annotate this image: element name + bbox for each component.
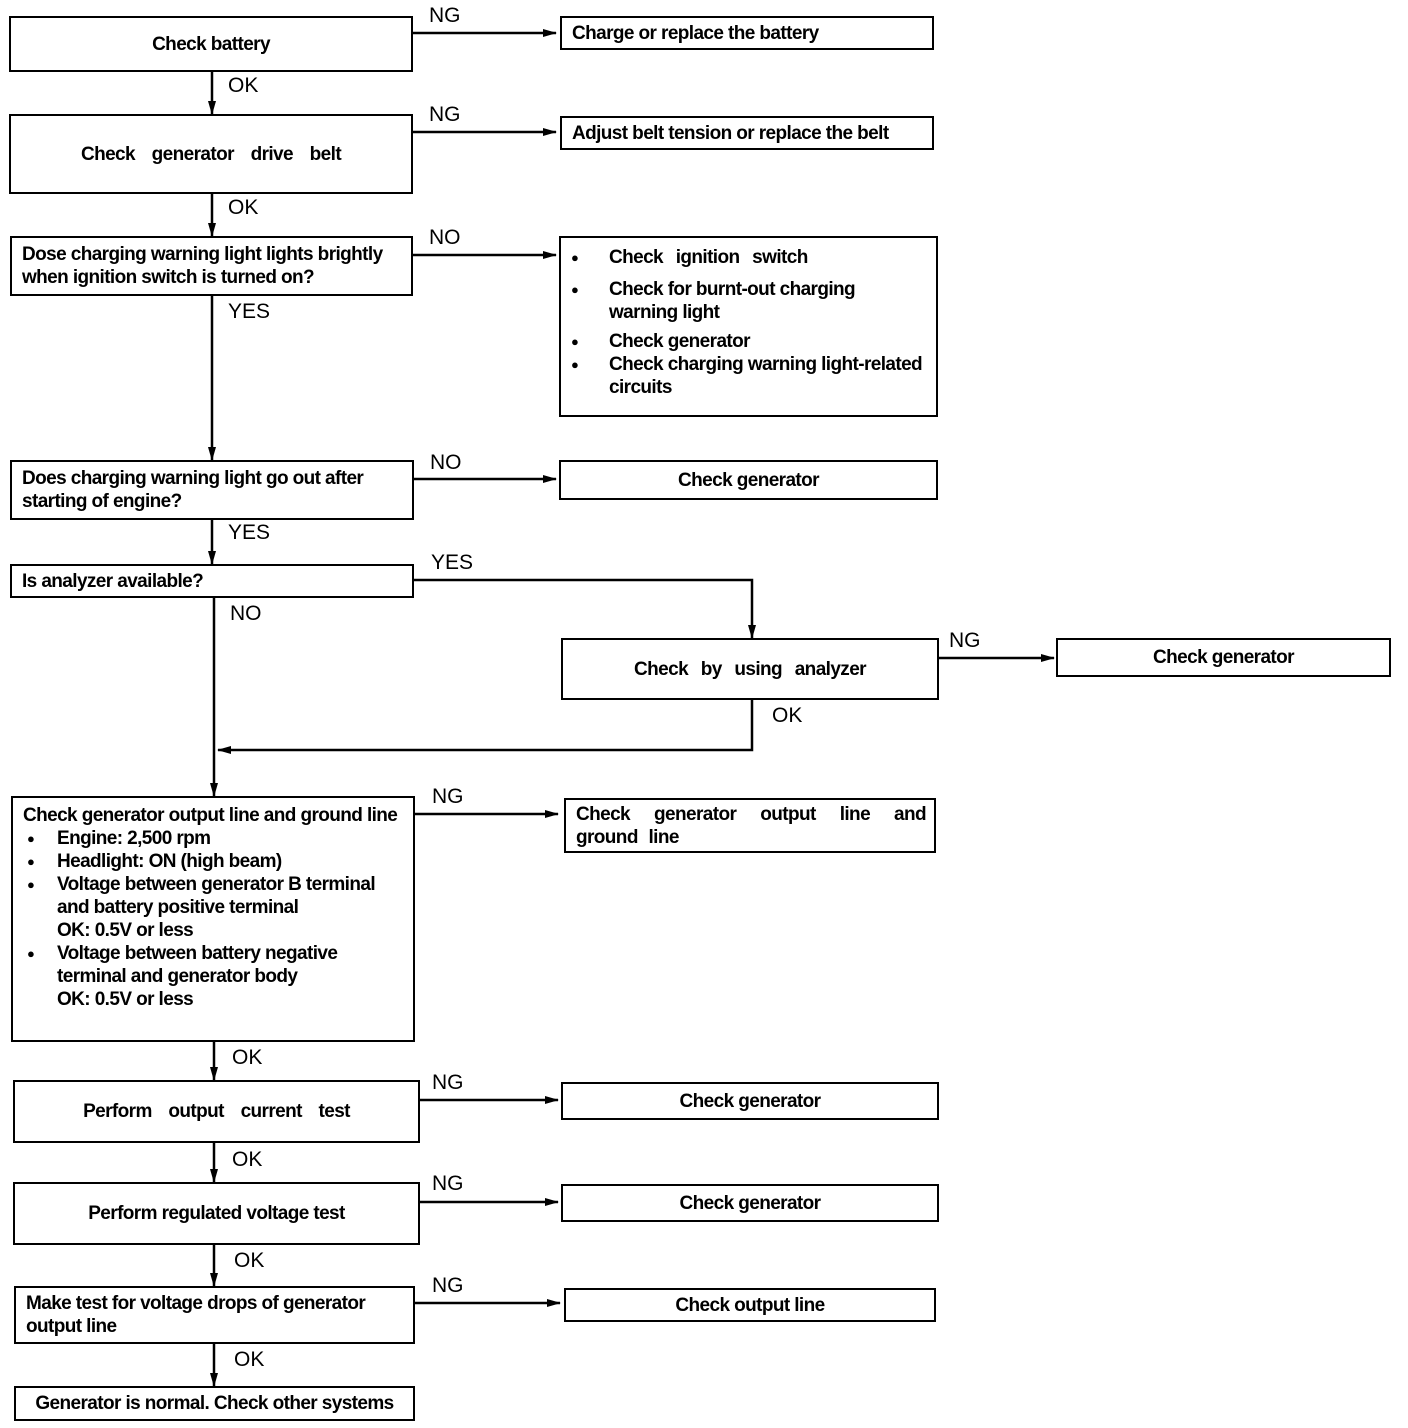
check-generator-box-1: Check generator (559, 460, 938, 500)
check-generator-text-1: Check generator (678, 469, 820, 491)
check-burnt-out-light-item: Check for burnt-out charging warning lig… (565, 278, 928, 324)
output-current-test-box: Perform output current test (13, 1080, 420, 1143)
ok-threshold-1: OK: 0.5V or less (57, 920, 194, 941)
label-ng-regulated: NG (432, 1172, 464, 1195)
check-by-analyzer-box: Check by using analyzer (561, 638, 939, 700)
arrow-analyzer-yes (413, 578, 756, 639)
replace-battery-box: Charge or replace the battery (560, 16, 934, 50)
voltage-drop-test-box: Make test for voltage drops of generator… (14, 1286, 415, 1344)
label-yes-light-on: YES (228, 300, 271, 323)
condition-engine: Engine: 2,500 rpm (23, 827, 405, 850)
output-current-test-text: Perform output current test (83, 1101, 350, 1122)
label-ng-battery: NG (429, 4, 461, 27)
check-output-ground-text: Check generator output line and ground l… (576, 803, 927, 848)
check-generator-analyzer-text: Check generator (1153, 647, 1295, 668)
output-line-conditions: Engine: 2,500 rpm Headlight: ON (high be… (23, 827, 405, 919)
condition-b-terminal-voltage: Voltage between generator B terminal and… (23, 873, 405, 919)
check-generator-text-3: Check generator (679, 1192, 822, 1214)
output-line-check-content: Check generator output line and ground l… (23, 804, 405, 1011)
warning-light-out-text: Does charging warning light go out after… (22, 468, 364, 512)
label-ok-belt: OK (228, 196, 259, 219)
label-ok-output-line: OK (232, 1046, 263, 1069)
check-battery-box: Check battery (9, 16, 413, 72)
warning-light-checks-list: Check ignition switch Check for burnt-ou… (565, 246, 928, 399)
label-ng-output-line: NG (432, 785, 464, 808)
label-yes-light-out: YES (228, 521, 271, 544)
generator-normal-text: Generator is normal. Check other systems (35, 1393, 394, 1414)
check-generator-text-2: Check generator (679, 1090, 822, 1112)
label-ng-analyzer: NG (949, 629, 981, 652)
check-output-line-text: Check output line (675, 1294, 825, 1316)
arrow-analyzer-ok-return (217, 700, 754, 754)
analyzer-available-text: Is analyzer available? (22, 570, 204, 592)
label-ok-current: OK (232, 1148, 263, 1171)
warning-light-checks-box: Check ignition switch Check for burnt-ou… (559, 236, 938, 417)
output-line-title: Check generator output line and ground l… (23, 805, 398, 826)
warning-light-on-box: Dose charging warning light lights brigh… (10, 236, 413, 296)
output-line-check-box: Check generator output line and ground l… (11, 796, 415, 1042)
check-generator-box-3: Check generator (561, 1184, 939, 1222)
regulated-voltage-test-box: Perform regulated voltage test (13, 1182, 420, 1245)
check-output-line-box: Check output line (564, 1288, 936, 1322)
check-belt-box: Check generator drive belt (9, 114, 413, 194)
label-ok-battery: OK (228, 74, 259, 97)
replace-battery-text: Charge or replace the battery (572, 22, 819, 44)
check-belt-text: Check generator drive belt (80, 143, 342, 165)
output-line-conditions-2: Voltage between battery negative termina… (23, 942, 405, 988)
check-generator-item: Check generator (565, 330, 928, 353)
label-no-analyzer: NO (230, 602, 262, 625)
check-light-circuits-item: Check charging warning light-related cir… (565, 353, 928, 399)
ok-threshold-2: OK: 0.5V or less (57, 989, 194, 1010)
check-ignition-switch-item: Check ignition switch (565, 246, 928, 269)
label-ng-current: NG (432, 1071, 464, 1094)
label-ok-regulated: OK (234, 1249, 265, 1272)
label-no-light-on: NO (429, 226, 461, 249)
check-generator-box-2: Check generator (561, 1082, 939, 1120)
adjust-belt-text: Adjust belt tension or replace the belt (572, 122, 889, 144)
check-output-ground-box: Check generator output line and ground l… (564, 798, 936, 853)
check-battery-text: Check battery (152, 33, 270, 55)
label-ok-analyzer: OK (772, 704, 803, 727)
label-ng-drop: NG (432, 1274, 464, 1297)
adjust-belt-box: Adjust belt tension or replace the belt (560, 116, 934, 150)
analyzer-available-box: Is analyzer available? (10, 564, 414, 598)
regulated-voltage-test-text: Perform regulated voltage test (88, 1203, 345, 1224)
voltage-drop-test-text: Make test for voltage drops of generator… (26, 1293, 366, 1337)
warning-light-out-box: Does charging warning light go out after… (10, 460, 414, 520)
condition-negative-terminal-voltage: Voltage between battery negative termina… (23, 942, 405, 988)
label-ok-drop: OK (234, 1348, 265, 1371)
label-no-light-out: NO (430, 451, 462, 474)
check-generator-analyzer-box: Check generator (1056, 638, 1391, 677)
label-yes-analyzer: YES (431, 551, 474, 574)
label-ng-belt: NG (429, 103, 461, 126)
generator-normal-box: Generator is normal. Check other systems (14, 1386, 415, 1421)
warning-light-on-text: Dose charging warning light lights brigh… (22, 244, 383, 288)
check-by-analyzer-text: Check by using analyzer (634, 658, 867, 680)
condition-headlight: Headlight: ON (high beam) (23, 850, 405, 873)
